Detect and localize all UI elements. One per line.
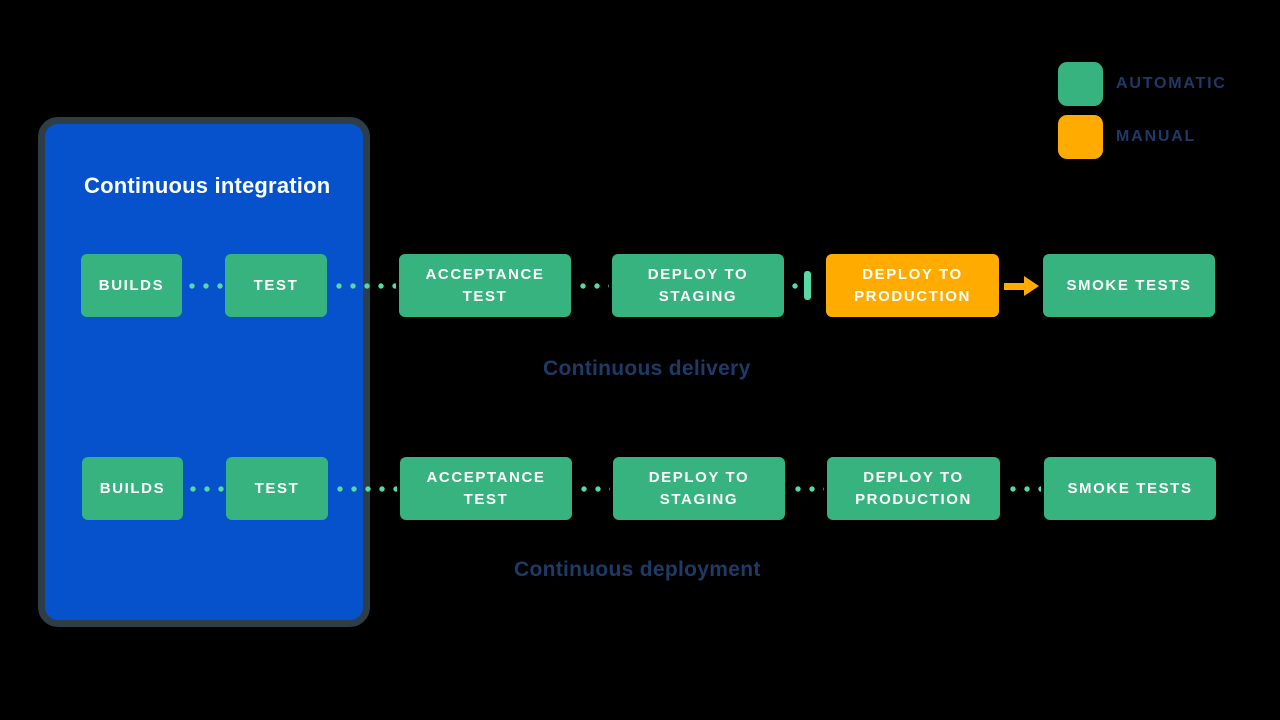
arrow-head [1024, 276, 1039, 296]
arrow-right-icon [1004, 276, 1040, 297]
legend-label-automatic: AUTOMATIC [1116, 75, 1227, 92]
continuous-delivery-label: Continuous delivery [543, 357, 751, 380]
step-builds-delivery: BUILDS [81, 254, 182, 317]
step-smoke-tests-delivery: SMOKE TESTS [1043, 254, 1215, 317]
connector-dots [791, 486, 824, 492]
legend: AUTOMATIC MANUAL [1058, 62, 1227, 159]
connector-dots [332, 283, 396, 289]
step-test-deployment: TEST [226, 457, 328, 520]
step-deploy-staging-deployment: DEPLOY TO STAGING [613, 457, 785, 520]
connector-dots [577, 486, 610, 492]
legend-label-manual: MANUAL [1116, 128, 1197, 145]
legend-item-automatic: AUTOMATIC [1058, 62, 1227, 106]
continuous-integration-title: Continuous integration [84, 173, 331, 198]
connector-dots [788, 283, 801, 289]
step-acceptance-test-delivery: ACCEPTANCE TEST [399, 254, 571, 317]
manual-gate-icon [804, 271, 811, 300]
step-builds-deployment: BUILDS [82, 457, 183, 520]
manual-swatch [1058, 115, 1103, 159]
continuous-deployment-label: Continuous deployment [514, 558, 761, 581]
step-deploy-staging-delivery: DEPLOY TO STAGING [612, 254, 784, 317]
connector-dots [186, 486, 225, 492]
step-smoke-tests-deployment: SMOKE TESTS [1044, 457, 1216, 520]
step-deploy-production-deployment: DEPLOY TO PRODUCTION [827, 457, 1000, 520]
connector-dots [333, 486, 397, 492]
connector-dots [1006, 486, 1041, 492]
legend-item-manual: MANUAL [1058, 115, 1227, 159]
automatic-swatch [1058, 62, 1103, 106]
step-test-delivery: TEST [225, 254, 327, 317]
step-acceptance-test-deployment: ACCEPTANCE TEST [400, 457, 572, 520]
arrow-shaft [1004, 283, 1025, 290]
continuous-integration-container [38, 117, 370, 627]
connector-dots [576, 283, 609, 289]
connector-dots [185, 283, 224, 289]
step-deploy-production-delivery: DEPLOY TO PRODUCTION [826, 254, 999, 317]
